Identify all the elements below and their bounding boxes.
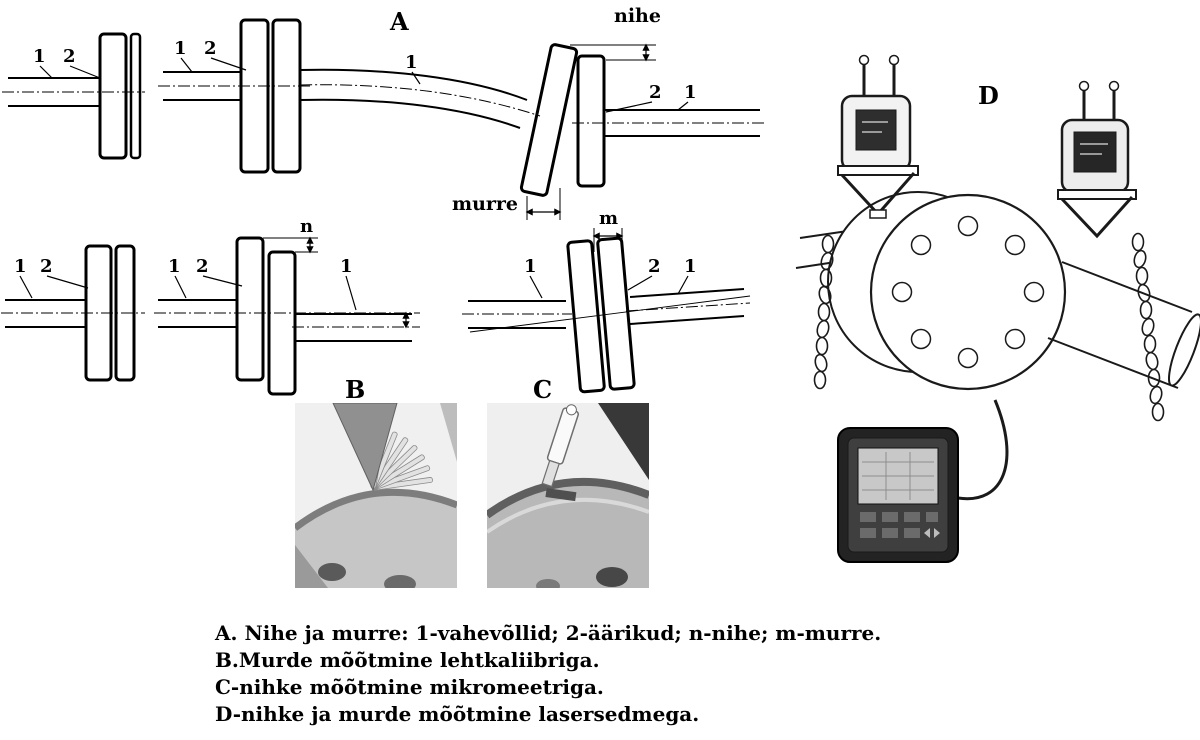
dim-label-nihe: nihe <box>614 5 661 27</box>
photo-c-shadow <box>598 403 649 480</box>
bolt-hole <box>318 563 346 581</box>
bolt-hole <box>596 567 628 587</box>
device-cable <box>957 399 1009 501</box>
label-flange-t4: 2 <box>649 82 662 103</box>
section-c-letter: C <box>533 375 552 404</box>
laser-screen <box>1073 131 1117 173</box>
flange-surface-c <box>487 478 649 588</box>
dim-label-n: n <box>300 216 313 237</box>
flange-coupling-d <box>827 191 1067 391</box>
caption-line-b: B.Murde mõõtmine lehtkaliibriga. <box>215 648 600 672</box>
micrometer-base <box>545 488 577 502</box>
dim-nihe: nihe <box>570 5 661 62</box>
section-c-photo <box>487 403 649 588</box>
technical-figure: A <box>1 5 1200 588</box>
label-shaft-b3: 1 <box>340 256 353 277</box>
labels-top-row: 1 2 1 2 1 2 1 <box>33 38 697 113</box>
dim-murre: murre <box>452 188 562 220</box>
right-shaft-d <box>1047 261 1200 389</box>
gauge-cone <box>332 403 398 492</box>
section-d-drawing <box>795 54 1200 563</box>
micrometer <box>541 404 580 488</box>
label-shaft-t1: 1 <box>33 46 46 67</box>
bolt-hole <box>384 575 416 588</box>
handheld-display-device <box>837 427 959 563</box>
dim-n: n <box>263 216 318 254</box>
label-shaft-b2: 1 <box>168 256 181 277</box>
laser-unit-left <box>837 54 919 219</box>
section-d-letter: D <box>978 81 999 110</box>
coupling-unit-bottom-2-offset <box>154 236 420 396</box>
label-shaft-b1: 1 <box>14 256 27 277</box>
device-buttons <box>860 512 940 538</box>
section-a-letter: A <box>389 7 409 36</box>
label-shaft-b5: 1 <box>684 256 697 277</box>
right-shaft-top <box>572 109 764 137</box>
laser-unit-right <box>1057 80 1137 239</box>
caption-line-a: A. Nihe ja murre: 1-vahevõllid; 2-ääriku… <box>215 621 882 645</box>
bolt-hole <box>536 579 560 588</box>
label-shaft-t4: 1 <box>684 82 697 103</box>
laser-screen <box>855 109 897 151</box>
intermediate-shaft-bent <box>299 68 541 129</box>
section-b-letter: B <box>345 375 365 404</box>
label-flange-t2: 2 <box>204 38 217 59</box>
coupling-unit-top-2 <box>158 18 312 174</box>
label-flange-b2: 2 <box>196 256 209 277</box>
label-flange-b3: 2 <box>648 256 661 277</box>
coupling-unit-bottom-3-angular <box>462 236 751 394</box>
label-shaft-t2: 1 <box>174 38 187 59</box>
chain-right <box>1131 232 1165 422</box>
photo-b-shadow <box>440 403 457 462</box>
label-shaft-b4: 1 <box>524 256 537 277</box>
coupling-unit-top-1 <box>2 32 145 160</box>
section-a: A <box>1 5 764 396</box>
figure-caption: A. Nihe ja murre: 1-vahevõllid; 2-ääriku… <box>215 620 975 728</box>
labels-bottom-row: 1 2 1 2 1 1 2 1 <box>14 256 697 311</box>
coupling-unit-bottom-1 <box>1 244 145 382</box>
dim-m: m <box>592 208 624 252</box>
caption-line-d: D-nihke ja murde mõõtmine lasersedmega. <box>215 702 700 726</box>
tilted-flange-coupling-top <box>519 43 606 197</box>
chain-left <box>813 234 835 390</box>
label-flange-b1: 2 <box>40 256 53 277</box>
dim-label-m: m <box>599 208 618 229</box>
section-b-photo <box>295 403 457 588</box>
label-shaft-t3: 1 <box>405 52 418 73</box>
caption-line-c: C-nihke mõõtmine mikromeetriga. <box>215 675 604 699</box>
dim-label-murre: murre <box>452 193 518 215</box>
label-flange-t1: 2 <box>63 46 76 67</box>
